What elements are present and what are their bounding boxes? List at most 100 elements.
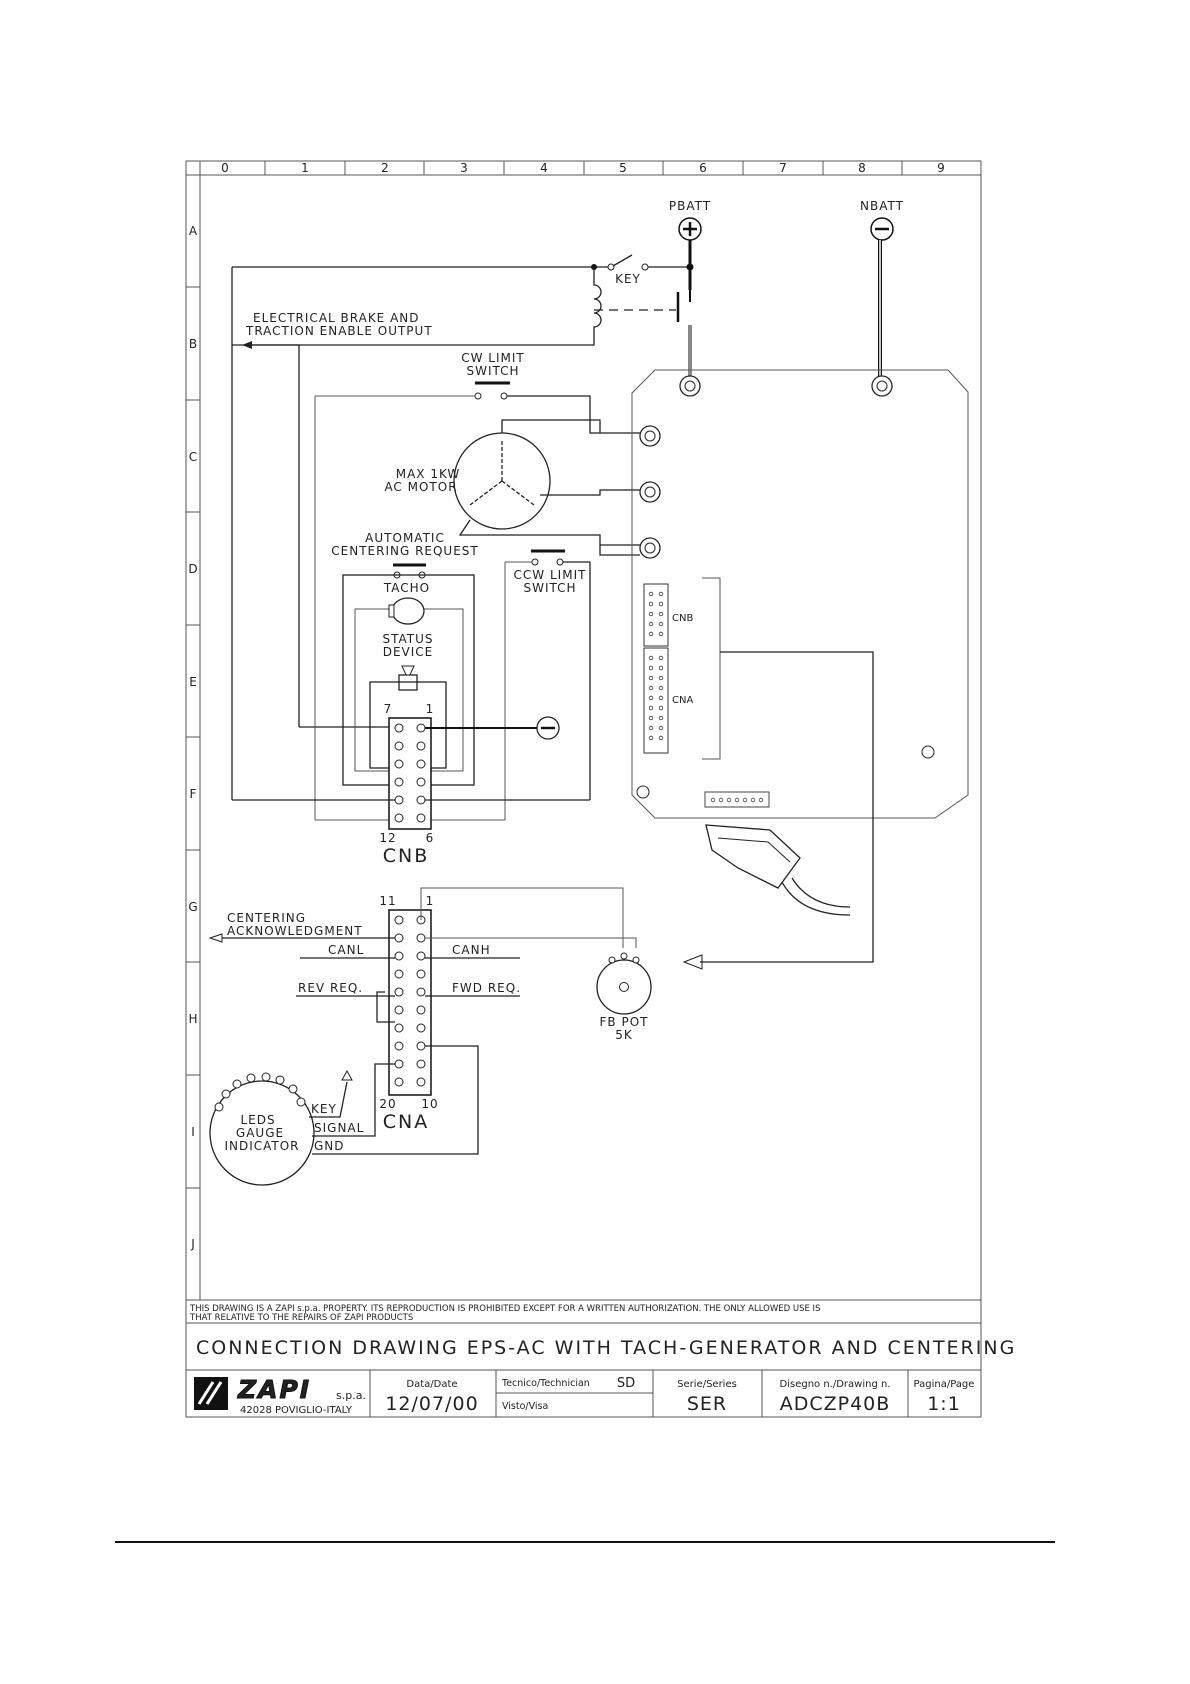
motor-label: MAX 1KW (396, 467, 461, 481)
brake-coil-icon (232, 267, 602, 346)
grid-col-label: 3 (460, 161, 468, 175)
serial-cable-plug-icon (705, 824, 851, 916)
fb-pot-label: FB POT (600, 1015, 649, 1029)
grid-col-label: 1 (301, 161, 309, 175)
canh-label: CANH (452, 943, 491, 957)
brake-output-arrow-icon (242, 341, 252, 349)
logo-wordmark: ZAPI (237, 1375, 311, 1404)
cna-pin-number: 10 (421, 1097, 438, 1111)
leds-gauge-label: GAUGE (236, 1126, 284, 1140)
auto-centering-label: AUTOMATIC (365, 531, 445, 545)
key-label: KEY (615, 272, 641, 286)
pbatt-terminal-icon (678, 217, 702, 241)
cna-pin-number: 11 (379, 894, 396, 908)
ac-motor-icon (453, 432, 551, 530)
motor-label: AC MOTOR (384, 480, 457, 494)
brake-output-label: TRACTION ENABLE OUTPUT (245, 324, 433, 338)
fb-pot-label: 5K (615, 1028, 633, 1042)
board-terminal-u-icon (639, 425, 661, 447)
board-cna-label: CNA (672, 695, 693, 706)
grid-col-label: 7 (779, 161, 787, 175)
page-label: Pagina/Page (914, 1379, 975, 1390)
leds-gauge-label: INDICATOR (224, 1139, 299, 1153)
date-value: 12/07/00 (385, 1393, 478, 1415)
visto-label: Visto/Visa (502, 1401, 548, 1412)
signal-wire-label: SIGNAL (314, 1121, 364, 1135)
gnd-wire-label: GND (314, 1139, 345, 1153)
date-label: Data/Date (406, 1379, 457, 1390)
key-wire-label: KEY (311, 1102, 337, 1116)
canl-label: CANL (328, 943, 364, 957)
grid-col-label: 6 (699, 161, 707, 175)
rev-req-label: REV REQ. (298, 981, 363, 995)
centering-request-switch-icon (393, 563, 426, 579)
cw-limit-switch-icon (474, 381, 510, 400)
fb-pot-icon (596, 952, 652, 1015)
grid-row-label: J (190, 1237, 195, 1251)
cnb-pin-number: 12 (379, 831, 396, 845)
board-terminal-w-icon (639, 537, 661, 559)
nbatt-terminal-icon (870, 217, 894, 241)
centering-ack-arrow-icon (208, 933, 223, 943)
grid-row-label: G (188, 900, 197, 914)
cna-pin-number: 1 (426, 894, 435, 908)
tacho-label: TACHO (383, 581, 430, 595)
grid-row-label: F (190, 787, 197, 801)
ccw-limit-label: CCW LIMIT (514, 568, 587, 582)
cna-name: CNA (383, 1111, 429, 1133)
cnb-pins (394, 723, 426, 823)
cnb-name: CNB (383, 845, 430, 867)
ccw-limit-switch-icon (531, 549, 565, 566)
drawing-title: CONNECTION DRAWING EPS-AC WITH TACH-GENE… (196, 1337, 1016, 1359)
grid-row-label: C (189, 450, 197, 464)
company-suffix: s.p.a. (336, 1389, 366, 1402)
fwd-req-label: FWD REQ. (452, 981, 521, 995)
feedback-arrow-icon (682, 954, 703, 970)
grid-col-label: 0 (221, 161, 229, 175)
grid-row-label: D (188, 562, 197, 576)
leds-gauge-label: LEDS (240, 1113, 275, 1127)
grid-row-label: E (189, 675, 197, 689)
series-value: SER (687, 1393, 727, 1415)
board-screw-icon (636, 745, 935, 799)
ground-terminal-icon (536, 716, 560, 740)
tacho-generator-icon (388, 597, 425, 625)
grid-col-label: 2 (381, 161, 389, 175)
board-cnb-connector (643, 583, 669, 647)
page-value: 1:1 (927, 1393, 961, 1415)
board-terminal-pbatt-icon (679, 375, 701, 397)
board-terminal-nbatt-icon (871, 375, 893, 397)
grid-col-label: 9 (937, 161, 945, 175)
row-dividers (186, 286, 200, 1189)
row-labels: A B C D E F G H I J (188, 224, 198, 1251)
column-dividers (264, 161, 903, 175)
grid-col-label: 8 (858, 161, 866, 175)
centering-ack-label: CENTERING (227, 911, 306, 925)
board-cnb-label: CNB (672, 613, 693, 624)
cnb-connector (388, 717, 432, 830)
cnb-pin-number: 6 (426, 831, 435, 845)
status-device-label: DEVICE (383, 645, 434, 659)
status-device-icon (398, 665, 418, 691)
grid-col-label: 5 (619, 161, 627, 175)
zapi-logo: ZAPI (194, 1375, 311, 1410)
leds-gauge-indicator-icon (209, 1072, 315, 1186)
technician-value: SD (617, 1376, 635, 1391)
grid-row-label: H (188, 1012, 197, 1026)
cw-limit-label: SWITCH (466, 364, 519, 378)
company-address: 42028 POVIGLIO-ITALY (240, 1405, 353, 1416)
controller-board (631, 369, 969, 819)
column-labels: 0 1 2 3 4 5 6 7 8 9 (221, 161, 945, 175)
nbatt-label: NBATT (860, 199, 904, 213)
cw-limit-label: CW LIMIT (461, 351, 525, 365)
brake-output-label: ELECTRICAL BRAKE AND (253, 311, 420, 325)
grid-row-label: I (191, 1125, 195, 1139)
drawing-frame (185, 160, 982, 1418)
cnb-pin-number: 7 (384, 702, 393, 716)
key-arrow-icon (341, 1069, 353, 1081)
auto-centering-label: CENTERING REQUEST (331, 544, 479, 558)
grid-row-label: B (189, 337, 197, 351)
ownership-notice: THIS DRAWING IS A ZAPI s.p.a. PROPERTY. … (189, 1304, 820, 1314)
grid-col-label: 4 (540, 161, 548, 175)
